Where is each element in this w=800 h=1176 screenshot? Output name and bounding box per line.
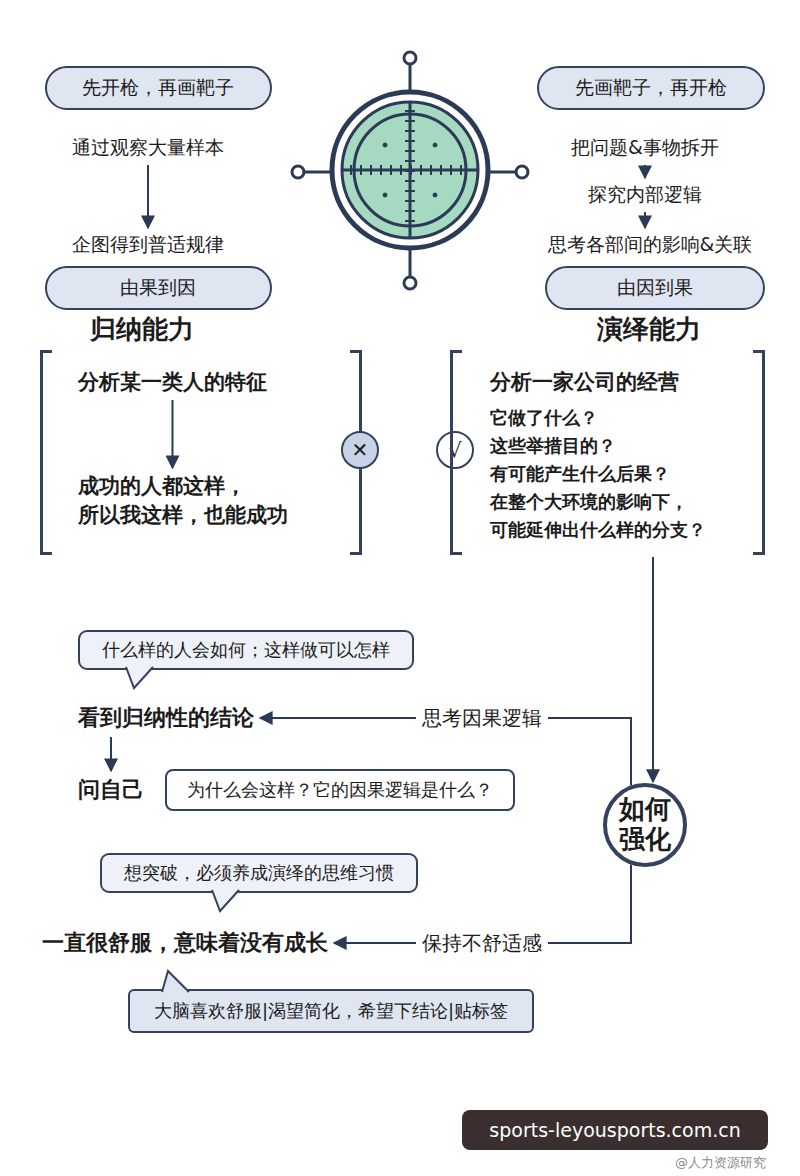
connector [548,865,631,943]
connector [644,212,646,228]
target-dot [433,193,437,197]
node-text: 成功的人都这样， 所以我这样，也能成功 [78,472,294,531]
step-text: 探究内部逻辑 [588,182,702,208]
pill: 先开枪，再画靶子 [45,66,272,110]
bracket-right [753,350,765,555]
target-knob [404,277,416,289]
node-text: 想突破，必须养成演绎的思维习惯 [124,861,394,885]
bracket-left [40,350,52,555]
target-dot [433,143,437,147]
node-text: 由果到因 [120,275,196,301]
node-text: 思考因果逻辑 [422,705,542,732]
connector [172,400,174,468]
pill: 由因到果 [545,266,765,310]
node-text: 为什么会这样？它的因果逻辑是什么？ [187,778,493,802]
connector [147,165,149,228]
watermark-box: sports-leyousports.com.cn [462,1110,768,1150]
node-text: 企图得到普适规律 [72,232,224,258]
node-text: 保持不舒适感 [422,930,542,957]
bubble-tail-fill [125,666,154,688]
pill: 由果到因 [45,266,272,310]
bubble-tail [124,666,158,690]
target-dot [383,193,387,197]
node-text: 探究内部逻辑 [588,182,702,208]
target-knob [516,166,528,178]
target-knob [292,166,304,178]
bracket-text: 它做了什么？ 这些举措目的？ 有可能产生什么后果？ 在整个大环境的影响下， 可能… [490,404,711,543]
node-text: 一直很舒服，意味着没有成长 [42,928,328,958]
pill: 先画靶子，再开枪 [537,66,765,110]
target-stub [409,248,412,277]
bracket-text: 分析某一类人的特征 [78,368,267,396]
bracket-left [450,350,462,555]
bracket-text: 成功的人都这样， 所以我这样，也能成功 [78,472,294,531]
node-text: 大脑喜欢舒服|渴望简化，希望下结论|贴标签 [154,999,508,1023]
target [292,52,528,289]
connector [652,557,654,782]
connector [334,942,416,944]
connector [644,165,646,178]
node-text: 分析一家公司的经营 [490,368,679,396]
connector [260,717,416,719]
node-text: ✕ [352,438,369,462]
target-knob [404,52,416,64]
node-text: 分析某一类人的特征 [78,368,267,396]
watermark-text: sports-leyousports.com.cn [489,1119,740,1141]
step-text: 企图得到普适规律 [72,232,224,258]
node-text: 问自己 [78,775,144,805]
crosshair [409,102,412,238]
note-box: 大脑喜欢舒服|渴望简化，希望下结论|贴标签 [128,989,534,1033]
node-text: 看到归纳性的结论 [78,703,254,733]
node-text: 如何 强化 [618,795,673,855]
bubble-tail-fill [161,971,190,993]
target-ring [332,92,488,248]
flow-text: 一直很舒服，意味着没有成长 [42,928,328,958]
crosshair-ticks [405,110,415,230]
bubble-tail-edge [126,667,153,688]
node-text: 什么样的人会如何；这样做可以怎样 [102,638,390,662]
bubble-tail-edge [162,971,189,992]
target-dot [383,143,387,147]
bracket-text: 分析一家公司的经营 [490,368,679,396]
bracket-group: 归纳能力分析某一类人的特征成功的人都这样， 所以我这样，也能成功 [40,312,362,555]
check-circle: √ [436,431,474,469]
step-text: 通过观察大量样本 [72,135,224,161]
target-stub [409,64,412,92]
node-text: 通过观察大量样本 [72,135,224,161]
watermark-credit: @人力资源研究 [675,1154,766,1172]
connector [110,737,112,771]
question-box: 为什么会这样？它的因果逻辑是什么？ [165,769,515,811]
cross-circle: ✕ [341,431,379,469]
flow-text: 看到归纳性的结论 [78,703,254,733]
node-text: 先画靶子，再开枪 [575,75,727,101]
node-text: 思考各部间的影响&关联 [548,232,753,258]
bubble-tail [160,969,194,993]
node-text: 它做了什么？ 这些举措目的？ 有可能产生什么后果？ 在整个大环境的影响下， 可能… [490,404,711,543]
target-stub [304,171,332,174]
node-text: 由因到果 [617,275,693,301]
flow-text: 问自己 [78,775,144,805]
target-ring [342,102,478,238]
speech-bubble: 什么样的人会如何；这样做可以怎样 [78,630,414,670]
node-text: 把问题&事物拆开 [571,135,719,161]
target-stub [488,171,516,174]
bubble-tail [210,889,244,913]
bubble-tail-fill [211,889,240,911]
hub-circle: 如何 强化 [603,783,687,867]
section-heading: 归纳能力 [90,312,362,346]
bracket-group: 演绎能力分析一家公司的经营它做了什么？ 这些举措目的？ 有可能产生什么后果？ 在… [450,312,765,555]
speech-bubble: 想突破，必须养成演绎的思维习惯 [100,853,418,893]
node-text: 先开枪，再画靶子 [82,75,234,101]
section-heading: 演绎能力 [597,312,765,346]
flow-text: 保持不舒适感 [422,930,542,957]
bubble-tail-edge [212,890,239,911]
step-text: 思考各部间的影响&关联 [548,232,753,258]
step-text: 把问题&事物拆开 [571,135,719,161]
connector [548,718,631,785]
flow-text: 思考因果逻辑 [422,705,542,732]
